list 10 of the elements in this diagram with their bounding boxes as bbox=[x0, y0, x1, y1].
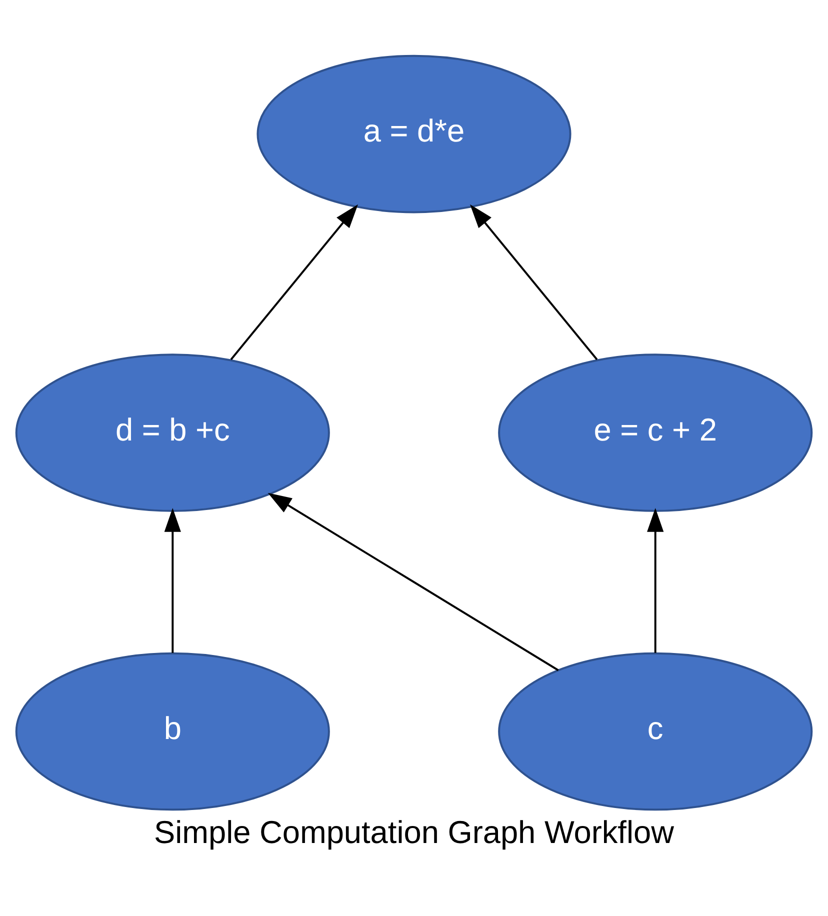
arrow bbox=[470, 204, 598, 360]
node-ellipse: e = c + 2 bbox=[498, 353, 813, 512]
arrow bbox=[647, 508, 664, 652]
arrow bbox=[230, 204, 358, 360]
caption: Simple Computation Graph Workflow bbox=[154, 813, 674, 850]
node-ellipse: b bbox=[15, 652, 330, 810]
arrow bbox=[164, 508, 181, 652]
arrow bbox=[268, 492, 559, 671]
node-ellipse: a = d*e bbox=[256, 54, 572, 213]
node-ellipse: c bbox=[498, 652, 813, 810]
